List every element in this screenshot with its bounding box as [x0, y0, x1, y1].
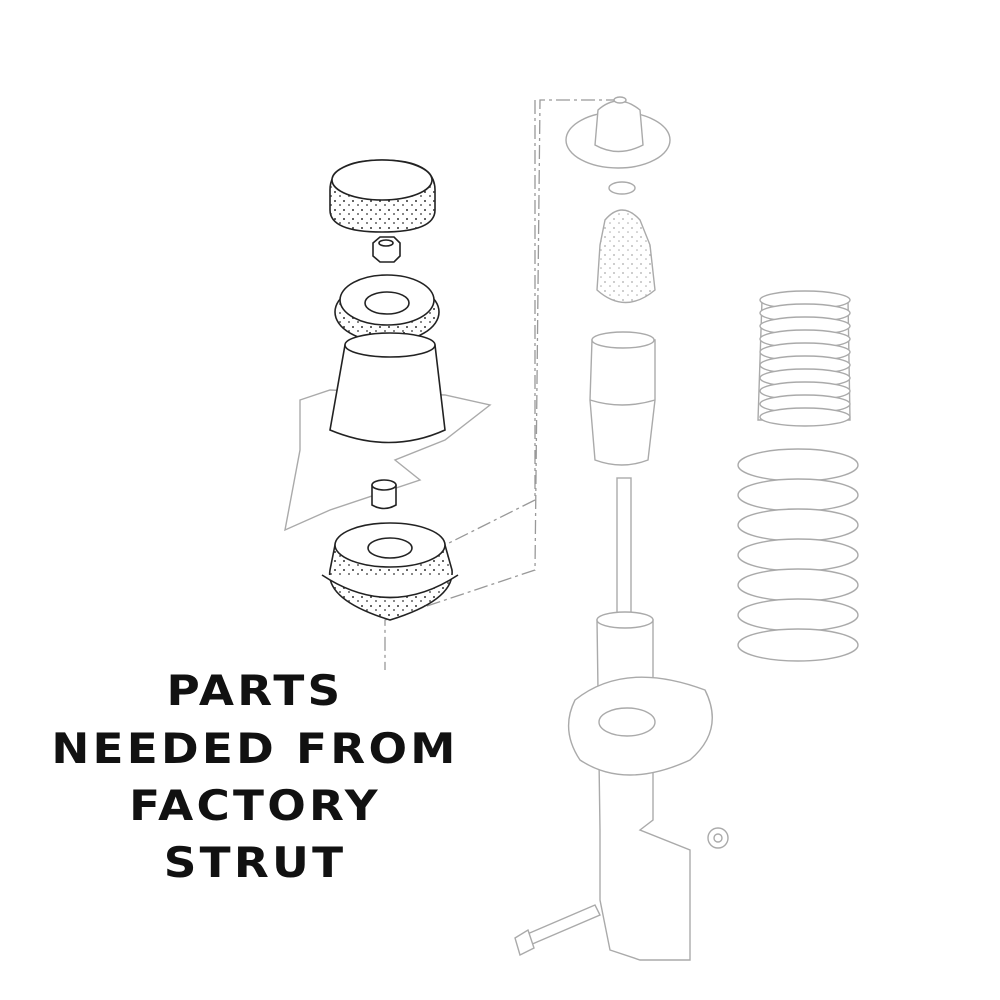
top-nut: [372, 236, 401, 263]
assembly-centerline: [384, 99, 620, 670]
bushing: [371, 479, 397, 510]
caption-line-4: STRUT: [163, 838, 347, 887]
coil-turn: [737, 598, 859, 632]
strut-body: [567, 611, 713, 961]
upper-mount: [565, 96, 671, 169]
coil-spring: [737, 448, 859, 662]
caption-line-1: PARTS: [166, 666, 344, 715]
coil-turn: [737, 568, 859, 602]
coil-turn: [737, 628, 859, 662]
strut-tower-mount: [329, 332, 446, 444]
boot-ring: [759, 407, 851, 427]
lower-strut-mount: [321, 522, 459, 621]
coil-turn: [737, 538, 859, 572]
bolt: [514, 904, 601, 957]
spring-boot: [757, 290, 851, 427]
caption-line-3: FACTORY: [129, 781, 381, 830]
coil-turn: [737, 508, 859, 542]
piston-rod: [616, 477, 632, 614]
coil-turn: [737, 478, 859, 512]
caption-line-2: NEEDED FROM: [51, 724, 459, 773]
nut: [707, 827, 729, 849]
coil-turn: [737, 448, 859, 482]
dust-boot: [589, 331, 656, 466]
dust-cap: [329, 159, 436, 233]
washer: [608, 181, 636, 195]
bump-stop: [596, 209, 656, 304]
